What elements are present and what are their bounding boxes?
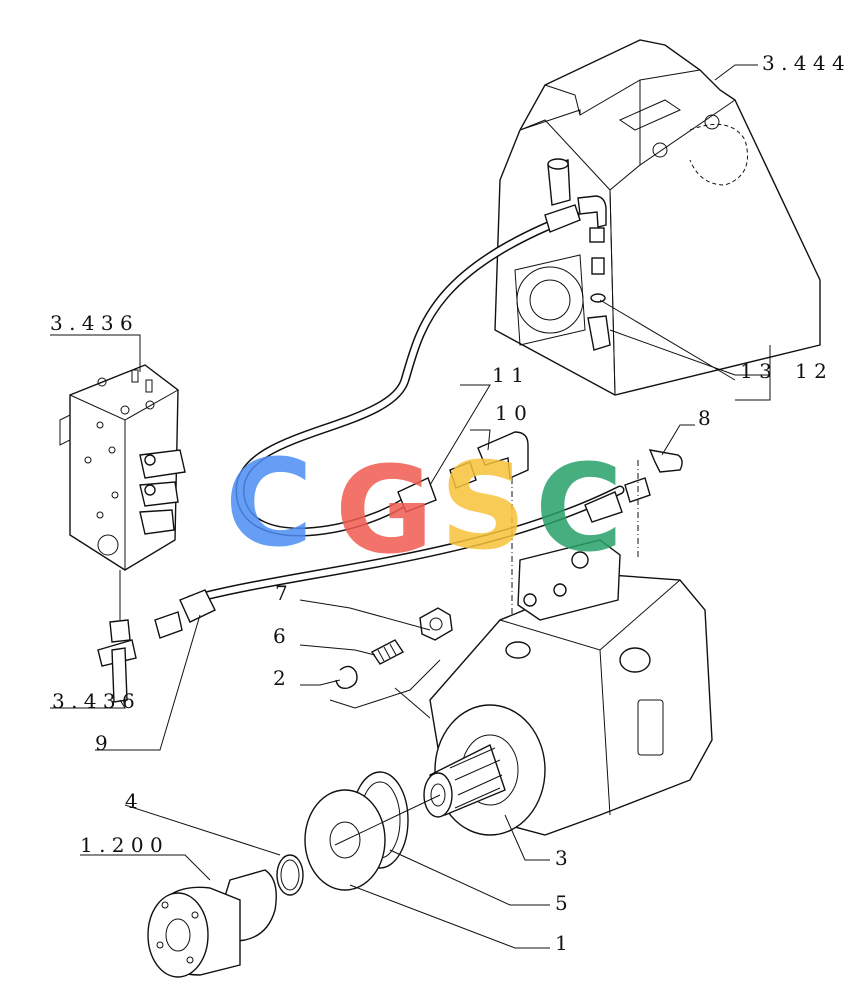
callout-7: 7 bbox=[275, 581, 288, 605]
hose-9 bbox=[154, 485, 625, 639]
adapter-flange bbox=[147, 869, 277, 978]
elbow-fitting-10 bbox=[449, 431, 529, 489]
ref-label-1200: 1 . 2 0 0 bbox=[80, 833, 163, 857]
ref-label-3436-bottom: 3 . 4 3 6 bbox=[52, 689, 135, 713]
elbow-fitting-8 bbox=[624, 449, 683, 503]
watermark-letter-g: G bbox=[335, 442, 434, 581]
callout-2: 2 bbox=[273, 666, 286, 690]
callout-5: 5 bbox=[555, 891, 568, 915]
hydraulic-pump-3 bbox=[423, 539, 713, 836]
watermark-letter-c2: C bbox=[535, 440, 623, 579]
ref-label-3436-top: 3 . 4 3 6 bbox=[50, 311, 133, 335]
spring-6 bbox=[370, 639, 405, 665]
control-valve-block bbox=[59, 364, 186, 571]
callout-10: 1 0 bbox=[495, 401, 527, 425]
callout-13: 1 3 bbox=[740, 359, 772, 383]
o-ring-4 bbox=[276, 854, 304, 896]
fitting-elbow-13 bbox=[577, 195, 611, 351]
watermark-letter-s: S bbox=[440, 438, 526, 577]
callout-12: 1 2 bbox=[795, 359, 827, 383]
callout-6: 6 bbox=[273, 624, 286, 648]
hose-11 bbox=[235, 204, 581, 537]
callout-8: 8 bbox=[698, 406, 711, 430]
cgsc-watermark: C G S C bbox=[225, 435, 623, 581]
transmission-housing bbox=[494, 39, 821, 396]
nut-7 bbox=[419, 607, 453, 641]
callout-1: 1 bbox=[555, 931, 568, 955]
callout-9: 9 bbox=[95, 731, 108, 755]
circlip-2 bbox=[335, 665, 358, 690]
ref-label-3444: 3 . 4 4 4 bbox=[762, 51, 845, 75]
watermark-letter-c1: C bbox=[225, 435, 313, 574]
callout-3: 3 bbox=[555, 846, 568, 870]
coupling-sleeve-5 bbox=[304, 771, 409, 891]
tee-fitting bbox=[97, 619, 137, 703]
callout-11: 1 1 bbox=[492, 363, 524, 387]
callout-4: 4 bbox=[125, 789, 138, 813]
